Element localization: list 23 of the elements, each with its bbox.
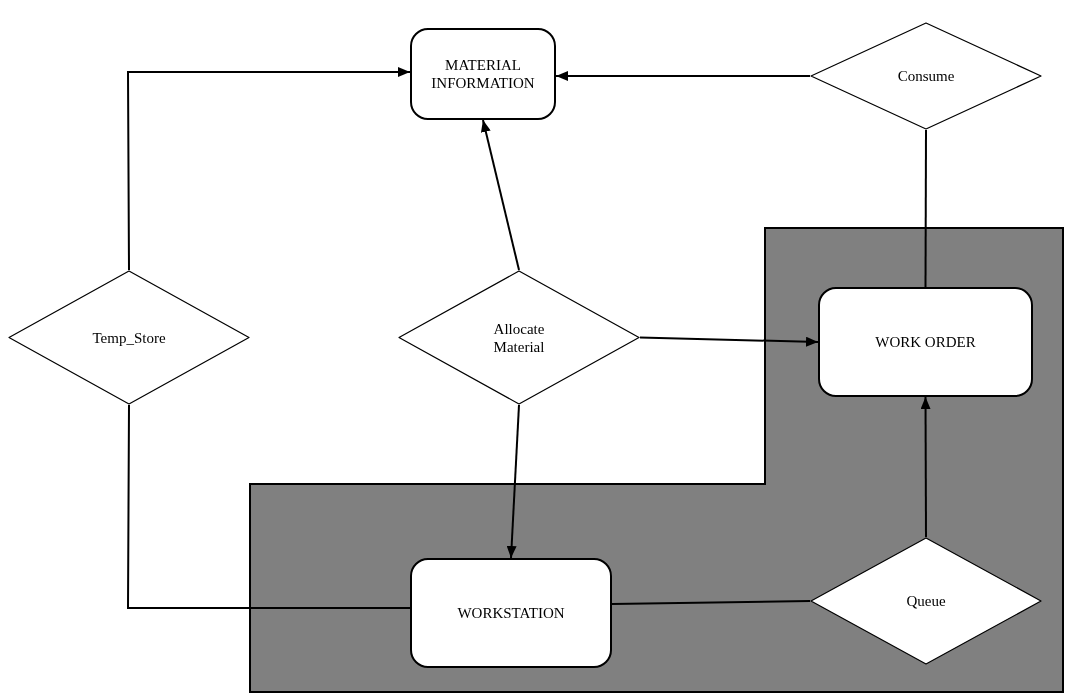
node-label: Temp_Store	[92, 328, 166, 347]
relationship-diamond	[810, 22, 1042, 130]
connector-line	[127, 404, 411, 609]
connector-line	[611, 600, 811, 605]
node-label: WORK ORDER	[875, 333, 976, 351]
node-label: Allocate Material	[492, 319, 546, 356]
relationship-diamond	[810, 537, 1042, 665]
arrow	[506, 404, 520, 559]
node-label: Consume	[897, 67, 955, 85]
arrow	[920, 396, 931, 538]
connector-line	[924, 129, 927, 288]
node-label: MATERIAL INFORMATION	[430, 56, 536, 92]
node-label: Queue	[906, 592, 946, 610]
relationship-diamond	[8, 270, 250, 405]
arrow	[639, 336, 819, 347]
arrow	[480, 119, 520, 271]
entity-box	[818, 287, 1033, 397]
arrow	[555, 71, 811, 81]
relationship-diamond	[398, 270, 640, 405]
arrow	[127, 67, 411, 271]
entity-box	[410, 558, 612, 668]
node-label: WORKSTATION	[457, 604, 565, 622]
entity-box	[410, 28, 556, 120]
